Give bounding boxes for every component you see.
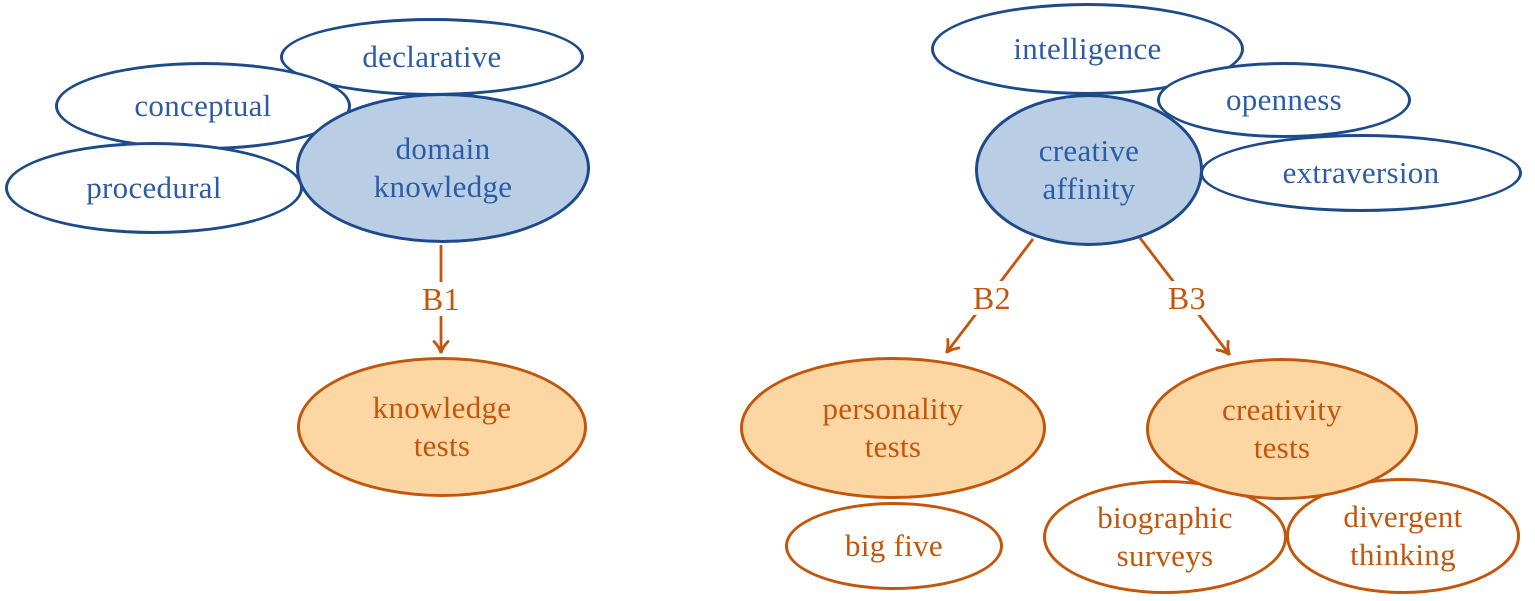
node-label-line1: personality bbox=[822, 391, 964, 426]
node-creative-affinity: creative affinity bbox=[975, 94, 1203, 246]
node-label-line2: surveys bbox=[1116, 538, 1214, 573]
node-label-line1: divergent bbox=[1343, 499, 1463, 534]
edge-b1-label: B1 bbox=[416, 282, 466, 316]
node-procedural: procedural bbox=[5, 142, 303, 234]
node-label-line2: affinity bbox=[1042, 171, 1136, 206]
node-domain-knowledge: domain knowledge bbox=[296, 93, 590, 243]
node-extraversion: extraversion bbox=[1200, 134, 1522, 212]
node-divergent-thinking: divergent thinking bbox=[1286, 478, 1520, 594]
node-label-line2: tests bbox=[413, 428, 471, 463]
node-creativity-tests: creativity tests bbox=[1146, 358, 1418, 500]
node-label-line2: tests bbox=[1253, 430, 1311, 465]
node-big-five: big five bbox=[785, 502, 1003, 590]
node-label-line2: thinking bbox=[1350, 537, 1456, 572]
node-biographic-surveys: biographic surveys bbox=[1043, 480, 1287, 594]
node-label-line1: biographic bbox=[1097, 500, 1233, 535]
node-label-line1: creativity bbox=[1221, 392, 1343, 427]
node-label-line2: knowledge bbox=[373, 169, 513, 204]
node-label-line1: knowledge bbox=[372, 390, 512, 425]
node-label: conceptual bbox=[134, 88, 272, 123]
node-label: intelligence bbox=[1013, 31, 1162, 66]
node-openness: openness bbox=[1157, 62, 1411, 138]
node-label-line2: tests bbox=[864, 429, 922, 464]
node-label-line1: creative bbox=[1038, 133, 1140, 168]
node-label: procedural bbox=[86, 170, 222, 205]
node-label: declarative bbox=[362, 39, 502, 74]
node-personality-tests: personality tests bbox=[740, 357, 1046, 499]
node-label: big five bbox=[845, 528, 943, 563]
node-knowledge-tests: knowledge tests bbox=[297, 357, 587, 497]
node-label-line1: domain bbox=[395, 131, 491, 166]
node-label: openness bbox=[1225, 82, 1343, 117]
edge-b3-label: B3 bbox=[1162, 281, 1212, 315]
node-label: extraversion bbox=[1282, 155, 1440, 190]
edge-b2-label: B2 bbox=[967, 281, 1017, 315]
node-conceptual: conceptual bbox=[55, 62, 351, 150]
